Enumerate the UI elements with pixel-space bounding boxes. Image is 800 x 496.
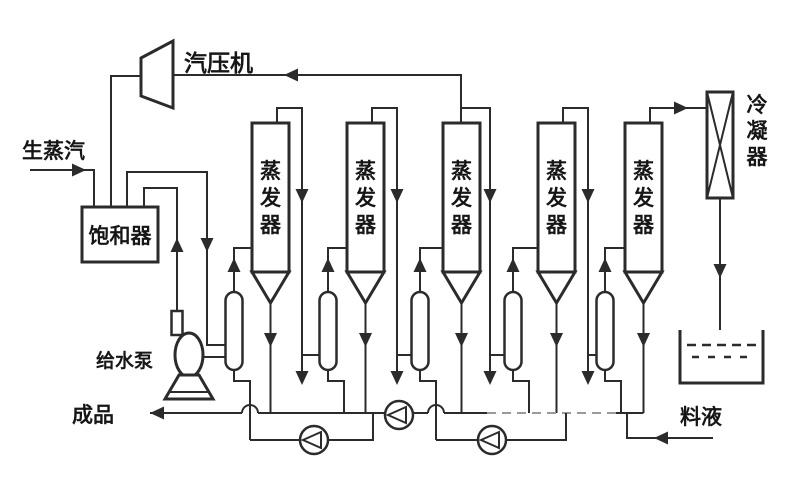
heaters — [224, 290, 615, 372]
arrow-riser-5 — [598, 258, 612, 272]
heater-4 — [503, 290, 523, 372]
compressor-label: 汽压机 — [184, 50, 253, 77]
vapor-pipe-e5-condenser — [649, 107, 707, 123]
arrow-riser-2 — [321, 258, 335, 272]
heater-5 — [595, 290, 615, 372]
condenser-cross-2 — [706, 91, 734, 199]
arrow-riser-1 — [227, 258, 241, 272]
saturator-steam-pipe — [126, 171, 226, 346]
condenser-label: 冷凝器 — [746, 93, 769, 169]
arrow-pump-up — [170, 238, 184, 252]
evaporator-4-label: 蒸发器 — [545, 159, 568, 237]
arrow-cone-2 — [359, 333, 372, 347]
raw-steam-label: 生蒸汽 — [22, 139, 85, 163]
heater-2 — [318, 290, 338, 372]
evaporator-2-body — [345, 121, 386, 274]
vapor-pipe-e3-h4 — [461, 107, 505, 356]
heater-drain-5 — [604, 370, 622, 413]
evaporator-5: 蒸发器 — [622, 121, 665, 306]
evaporator-3-label: 蒸发器 — [450, 159, 473, 237]
condenser: 冷凝器 — [705, 90, 769, 200]
heater-1 — [224, 290, 244, 372]
arrow-raw-steam — [72, 163, 86, 177]
transfer-pump-2-impeller — [385, 405, 407, 425]
evaporator-2-label: 蒸发器 — [354, 159, 377, 237]
feed-water-pump: 给水泵 — [96, 309, 216, 401]
evaporator-5-cone — [622, 270, 665, 306]
evaporator-1: 蒸发器 — [249, 121, 292, 306]
arrow-cone-5 — [637, 333, 650, 347]
heater-3 — [410, 290, 430, 372]
feed-riser-1 — [233, 247, 252, 292]
raw-steam-pipe — [30, 169, 95, 207]
vapor-pipe-e2-h3 — [371, 107, 412, 356]
arrow-steam-down — [200, 238, 214, 252]
compressor-body — [139, 38, 175, 111]
arrow-vent-3 — [390, 371, 404, 385]
arrow-cone-1 — [264, 333, 277, 347]
arrow-drop-5 — [581, 189, 595, 203]
arrow-drop-3 — [390, 189, 404, 203]
arrow-vent-4 — [483, 371, 497, 385]
heater-drain-3 — [419, 370, 437, 440]
transfer-rail-a — [250, 413, 374, 441]
evaporator-4-cone — [535, 270, 578, 306]
evaporator-2-cone — [344, 270, 387, 306]
heater-drain-2 — [327, 370, 345, 413]
arrow-condenser-out — [713, 264, 727, 278]
saturator-body — [80, 205, 160, 264]
arrow-vent-2 — [295, 371, 309, 385]
arrow-drop-2 — [295, 189, 309, 203]
vapor-pipe-e1-h2 — [276, 107, 320, 356]
evaporator-3: 蒸发器 — [440, 121, 483, 306]
vapor-compressor: 汽压机 — [139, 38, 253, 111]
evaporator-4-body — [536, 121, 577, 274]
arrow-drop-4 — [483, 189, 497, 203]
arrow-vent-5 — [581, 371, 595, 385]
heater-drain-4 — [512, 370, 530, 413]
saturator: 饱和器 — [80, 205, 160, 264]
feed-inlet-pipe — [626, 413, 713, 439]
compressor-suction-pipe — [173, 74, 462, 123]
evaporator-4: 蒸发器 — [535, 121, 578, 306]
transfer-pump-3-impeller — [478, 430, 500, 450]
heater-drain-1 — [233, 370, 251, 440]
transfer-pump-1-impeller — [300, 430, 322, 450]
product-label: 成品 — [72, 403, 114, 427]
transfer-pump-1 — [298, 424, 330, 456]
transfer-pump-2 — [383, 399, 415, 431]
arrow-feed-in — [654, 431, 668, 445]
arrow-riser-4 — [506, 258, 520, 272]
evaporator-1-label: 蒸发器 — [259, 159, 282, 237]
arrow-cone-4 — [550, 333, 563, 347]
pump-suction-stub — [170, 309, 184, 337]
evaporator-2: 蒸发器 — [344, 121, 387, 306]
evaporator-1-cone — [249, 270, 292, 306]
arrow-to-compressor — [284, 68, 298, 82]
arrow-product-out — [150, 406, 164, 420]
feed-riser-5 — [604, 247, 625, 292]
feed-liquid-label: 料液 — [680, 405, 722, 429]
saturator-label: 饱和器 — [89, 224, 153, 248]
pump-pedestal — [162, 373, 216, 401]
compressor-discharge-pipe — [110, 75, 141, 207]
feed-pump-label: 给水泵 — [96, 349, 153, 372]
rail-hop-1 — [241, 404, 259, 414]
arrow-to-condenser — [674, 101, 688, 115]
evaporator-5-body — [623, 121, 664, 274]
evaporator-3-cone — [440, 270, 483, 306]
pump-body — [173, 331, 205, 379]
evaporator-5-label: 蒸发器 — [632, 159, 655, 237]
tank-walls — [678, 330, 765, 385]
transfer-pump-3 — [476, 424, 508, 456]
feed-riser-3 — [419, 247, 443, 292]
rail-hop-2 — [427, 404, 445, 414]
feed-riser-2 — [327, 247, 347, 292]
feed-riser-4 — [512, 247, 538, 292]
arrow-riser-3 — [413, 258, 427, 272]
arrow-cone-3 — [455, 333, 468, 347]
vapor-pipe-e4-h5 — [562, 107, 597, 356]
condensate-tank — [678, 330, 765, 385]
